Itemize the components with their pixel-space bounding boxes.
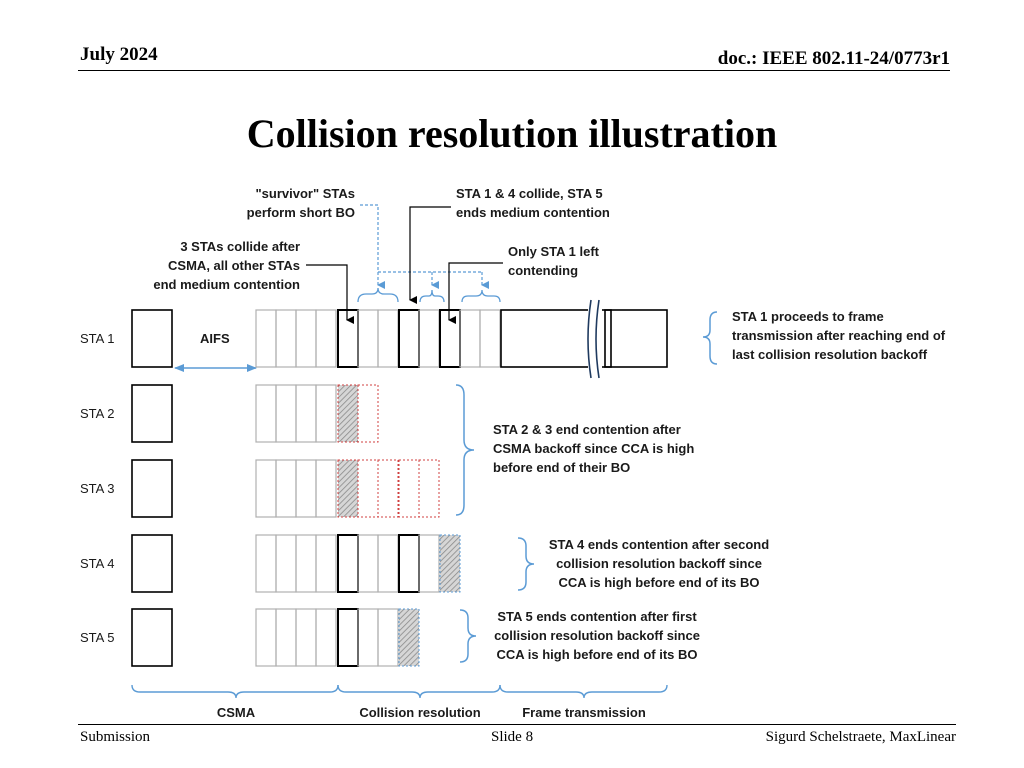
phase-brace-csma [131, 684, 339, 699]
footer-author: Sigurd Schelstraete, MaxLinear [765, 729, 956, 745]
annotation-survivor-line-2: perform short BO [247, 205, 355, 220]
sta-3-sequence [337, 459, 440, 518]
header-doc-id: doc.: IEEE 802.11-24/0773r1 [717, 48, 950, 69]
footer-submission: Submission [80, 729, 151, 745]
phase-brace-frame-transmission [499, 684, 668, 699]
three-stas-leader-arrow [306, 264, 354, 324]
annotation-three-stas-line-2: CSMA, all other STAs [168, 258, 300, 273]
header-rule [78, 70, 950, 71]
annotation-sta4-line-3: CCA is high before end of its BO [558, 575, 759, 590]
annotation-only-sta1-line-2: contending [508, 263, 578, 278]
footer-rule [78, 724, 956, 725]
phase-label-csma: CSMA [217, 705, 256, 720]
annotation-sta5-line-1: STA 5 ends contention after first [497, 609, 697, 624]
sta-1-label: STA 1 [80, 331, 114, 346]
sta-2-3-brace [455, 384, 475, 516]
annotation-survivor-line-1: "survivor" STAs [255, 186, 355, 201]
phase-brace-collision-resolution [337, 684, 501, 699]
phase-label-frame-transmission: Frame transmission [522, 705, 646, 720]
sta-2-sequence [337, 384, 379, 443]
previous-frame-boxes [131, 309, 173, 667]
annotation-sta4-line-2: collision resolution backoff since [556, 556, 762, 571]
annotation-only-sta1-line-1: Only STA 1 left [508, 244, 600, 259]
collide-leader-arrow [409, 206, 451, 304]
annotation-three-stas-line-1: 3 STAs collide after [180, 239, 300, 254]
sta-5-sequence [337, 608, 420, 667]
annotation-collide-line-1: STA 1 & 4 collide, STA 5 [456, 186, 603, 201]
sta-1-frame-start [500, 309, 612, 368]
sta-4-label: STA 4 [80, 556, 114, 571]
slide-title: Collision resolution illustration [246, 111, 778, 156]
footer-slide-number: Slide 8 [491, 729, 534, 745]
annotation-sta5-line-2: collision resolution backoff since [494, 628, 700, 643]
only-sta1-leader-arrow [448, 262, 503, 324]
annotation-collide-line-2: ends medium contention [456, 205, 610, 220]
header-date: July 2024 [80, 44, 158, 65]
annotation-sta23-line-1: STA 2 & 3 end contention after [493, 422, 681, 437]
csma-backoff-slots [255, 309, 337, 667]
sta-1-brace [702, 311, 718, 365]
annotation-sta23-line-2: CSMA backoff since CCA is high [493, 441, 694, 456]
annotation-sta4-line-1: STA 4 ends contention after second [549, 537, 769, 552]
annotation-three-stas-line-3: end medium contention [153, 277, 300, 292]
annotation-sta1-line-1: STA 1 proceeds to frame [732, 309, 884, 324]
survivor-leader-line [360, 204, 483, 282]
sta-4-sequence [337, 534, 461, 593]
annotation-sta5-line-3: CCA is high before end of its BO [496, 647, 697, 662]
annotation-sta23-line-3: before end of their BO [493, 460, 630, 475]
sta-5-label: STA 5 [80, 630, 114, 645]
sta-1-frame-end [604, 309, 668, 368]
time-break-mark [587, 299, 600, 379]
annotation-sta1-line-2: transmission after reaching end of [732, 328, 946, 343]
sta-5-brace [459, 609, 477, 663]
aifs-label: AIFS [200, 331, 230, 346]
sta-2-label: STA 2 [80, 406, 114, 421]
survivor-brace-2 [419, 289, 445, 303]
sta-4-brace [517, 537, 535, 591]
survivor-brace-3 [461, 289, 501, 303]
sta-3-label: STA 3 [80, 481, 114, 496]
survivor-brace-1 [357, 287, 399, 303]
sta-1-sequence [337, 299, 668, 379]
annotation-sta1-line-3: last collision resolution backoff [732, 347, 928, 362]
phase-label-collision-resolution: Collision resolution [359, 705, 480, 720]
